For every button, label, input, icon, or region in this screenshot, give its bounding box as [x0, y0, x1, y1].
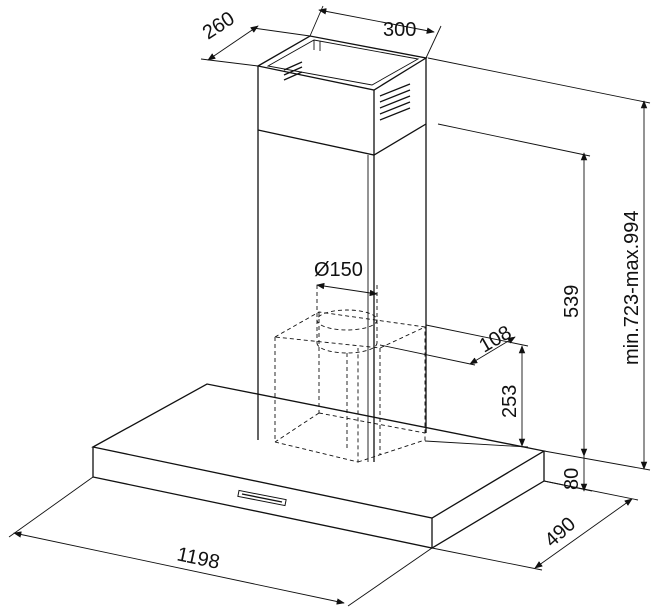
dim-539: 539	[437, 123, 591, 457]
dim-dia150-label: Ø150	[314, 259, 363, 281]
dim-539-label: 539	[561, 285, 583, 318]
hidden-duct	[273, 285, 427, 463]
dim-260: 260	[199, 8, 311, 67]
lower-chimney	[257, 124, 427, 462]
dim-300-label: 300	[383, 19, 416, 41]
dim-253-label: 253	[499, 385, 521, 418]
dim-80-label: 80	[561, 468, 583, 490]
dim-490: 490	[431, 480, 639, 571]
control-panel-icon	[237, 489, 287, 507]
dim-108-label: 108	[476, 322, 516, 358]
dim-dia150: Ø150	[314, 259, 378, 297]
dim-1198: 1198	[8, 476, 433, 607]
dim-300: 300	[309, 5, 442, 59]
dim-260-label: 260	[199, 8, 239, 45]
dim-253: 253	[424, 345, 529, 448]
dim-1198-label: 1198	[175, 543, 222, 573]
dim-total-height-label: min.723-max.994	[621, 210, 643, 365]
canopy	[91, 383, 546, 549]
dim-total-height: min.723-max.994	[427, 57, 651, 471]
dim-490-label: 490	[541, 513, 581, 552]
dim-108: 108	[379, 322, 529, 366]
vent-slots-icon	[283, 61, 411, 121]
upper-chimney	[256, 35, 428, 156]
